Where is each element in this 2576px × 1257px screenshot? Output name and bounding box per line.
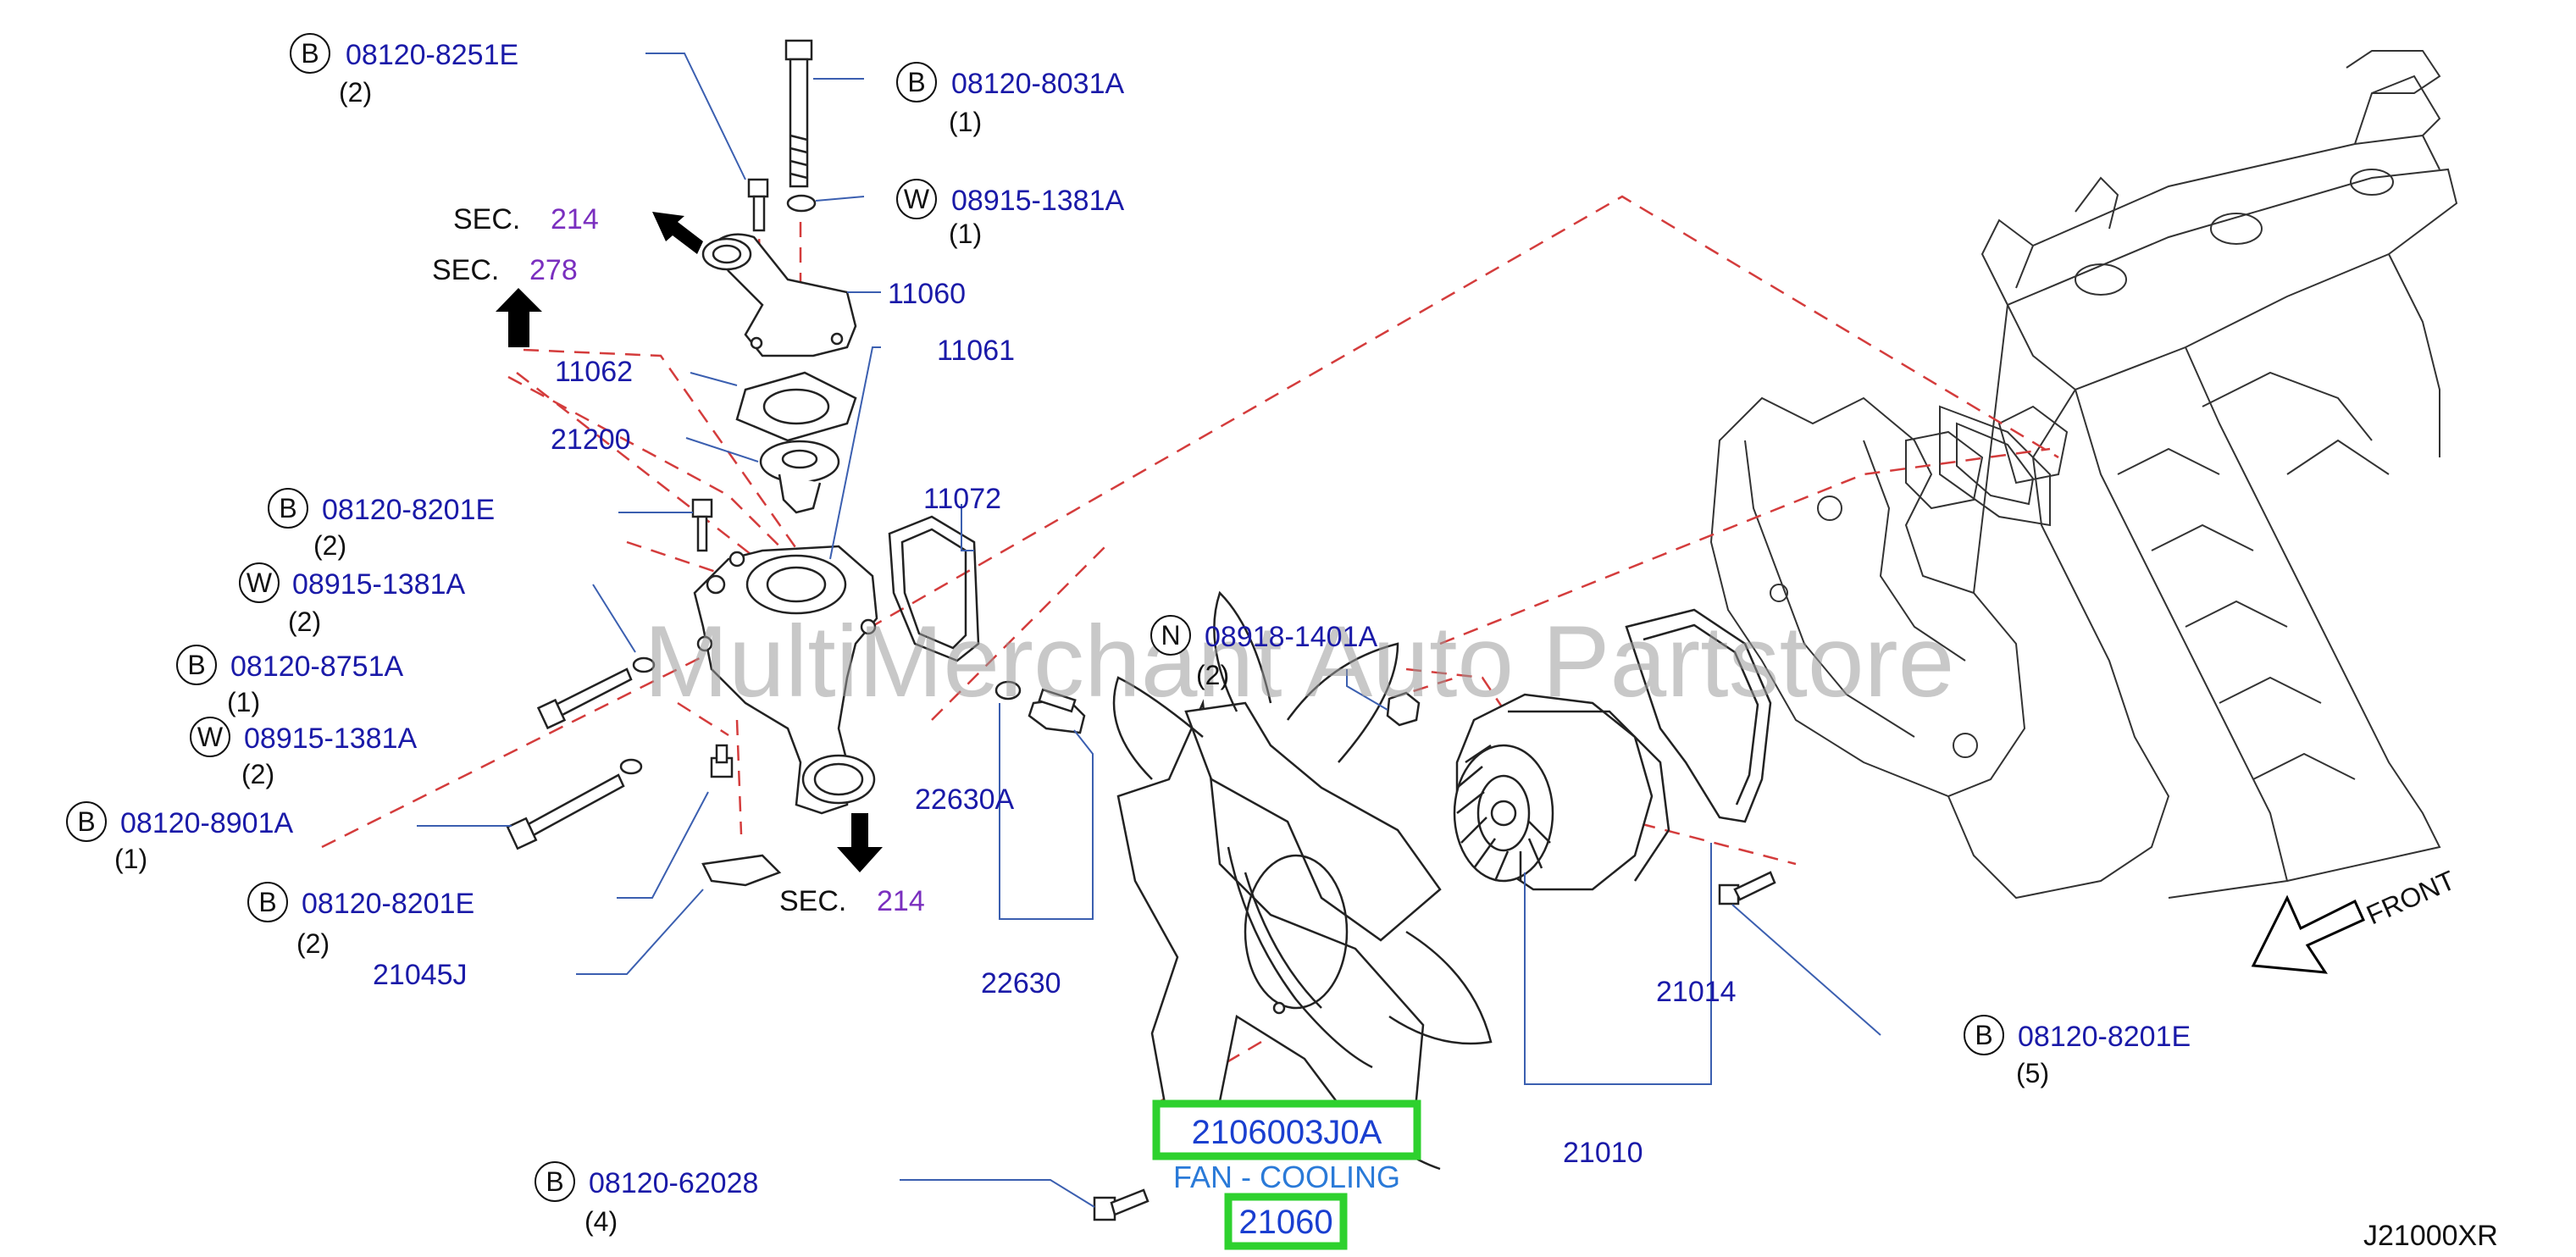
quantity-label: (1) <box>114 844 147 874</box>
bolt-symbol-icon <box>1964 1015 2004 1055</box>
bolt-symbol-icon <box>247 882 288 922</box>
nut-symbol-icon <box>1150 615 1191 656</box>
section-number-link[interactable]: 214 <box>551 203 599 235</box>
section-label: SEC. <box>432 254 499 286</box>
highlighted-part-description: FAN - COOLING <box>1173 1160 1400 1194</box>
section-number-link[interactable]: 278 <box>529 254 578 286</box>
callout-w-08915-1381a-mid[interactable]: W 08915-1381A (2) <box>239 562 466 637</box>
quantity-label: (1) <box>949 107 982 137</box>
quantity-label: (4) <box>584 1206 618 1237</box>
bolt-symbol-icon <box>290 33 330 74</box>
part-label-21014[interactable]: 21014 <box>1656 976 1737 1008</box>
callout-symbol: B <box>279 493 296 523</box>
part-number-link[interactable]: 08120-8751A <box>230 651 404 683</box>
callout-b-08120-8201e-right[interactable]: B 08120-8201E (5) <box>1964 1015 2191 1088</box>
bolt-symbol-icon <box>896 62 937 102</box>
front-arrow-icon <box>2251 894 2365 974</box>
part-number-link[interactable]: 08120-8201E <box>302 888 474 920</box>
callout-b-08120-8201e-upper[interactable]: B 08120-8201E (2) <box>268 488 495 561</box>
callout-symbol: W <box>247 568 273 598</box>
callout-symbol: B <box>77 806 95 837</box>
callout-b-08120-8251e[interactable]: B 08120-8251E (2) <box>290 33 518 108</box>
washer-symbol-icon <box>896 179 937 219</box>
callout-w-08915-1381a-low[interactable]: W 08915-1381A (2) <box>190 717 418 789</box>
quantity-label: (2) <box>241 759 274 789</box>
washer-symbol-icon <box>239 562 280 603</box>
highlighted-part-number[interactable]: 2106003J0A <box>1192 1114 1382 1151</box>
part-number-link[interactable]: 08120-8901A <box>120 807 294 839</box>
quantity-label: (5) <box>2016 1058 2049 1088</box>
callout-symbol: B <box>258 887 276 917</box>
part-label-11061[interactable]: 11061 <box>937 335 1015 367</box>
callout-b-08120-8201e-lower[interactable]: B 08120-8201E (2) <box>247 882 474 959</box>
section-ref-214-top[interactable]: SEC. 214 <box>453 203 599 235</box>
callout-b-08120-8901a[interactable]: B 08120-8901A (1) <box>66 801 294 874</box>
water-pump-illustration <box>1093 608 1776 1221</box>
section-label: SEC. <box>779 885 846 917</box>
callout-b-08120-8751a[interactable]: B 08120-8751A (1) <box>176 645 404 717</box>
diagram-code: J21000XR <box>2363 1220 2498 1252</box>
callout-b-08120-8031a[interactable]: B 08120-8031A (1) <box>896 62 1125 137</box>
quantity-label: (2) <box>288 606 321 637</box>
callout-w-08915-1381a-top[interactable]: W 08915-1381A (1) <box>896 179 1125 249</box>
callout-symbol: B <box>1975 1020 1992 1050</box>
bolt-symbol-icon <box>535 1161 575 1202</box>
cooling-fan-illustration <box>1112 590 1493 1171</box>
front-label: FRONT <box>2362 865 2459 931</box>
callout-symbol: N <box>1161 620 1180 651</box>
highlighted-part-fan-cooling[interactable]: 2106003J0A FAN - COOLING 21060 <box>1152 1099 1421 1250</box>
callout-symbol: B <box>546 1166 563 1197</box>
callout-n-08918-1401a[interactable]: N 08918-1401A (2) <box>1150 615 1378 690</box>
direction-arrows <box>496 212 2365 974</box>
part-number-link[interactable]: 08120-62028 <box>589 1167 758 1199</box>
section-number-link[interactable]: 214 <box>877 885 925 917</box>
part-label-11072[interactable]: 11072 <box>923 483 1001 515</box>
part-label-21045j[interactable]: 21045J <box>373 959 468 991</box>
bolt-symbol-icon <box>66 801 107 842</box>
part-label-11060[interactable]: 11060 <box>888 278 966 310</box>
quantity-label: (2) <box>313 530 346 561</box>
callout-b-08120-62028[interactable]: B 08120-62028 (4) <box>535 1161 758 1237</box>
part-label-21010[interactable]: 21010 <box>1563 1137 1643 1169</box>
part-number-link[interactable]: 08915-1381A <box>951 185 1125 217</box>
watermark-text: MultiMerchant Auto Partstore <box>644 605 1954 718</box>
section-ref-278[interactable]: SEC. 278 <box>432 254 578 286</box>
washer-symbol-icon <box>190 717 230 757</box>
quantity-label: (2) <box>339 77 372 108</box>
engine-block-illustration <box>1709 50 2458 900</box>
part-label-21200[interactable]: 21200 <box>551 424 631 456</box>
bolt-symbol-icon <box>268 488 308 529</box>
highlight-box-part-number <box>1152 1099 1421 1160</box>
callout-symbol: W <box>904 184 930 214</box>
quantity-label: (2) <box>296 928 330 959</box>
thermostat-housing-assembly <box>506 39 1086 887</box>
quantity-label: (2) <box>1196 660 1229 690</box>
part-number-link[interactable]: 08915-1381A <box>244 723 418 755</box>
highlight-box-ref-number <box>1224 1193 1348 1250</box>
part-label-22630a[interactable]: 22630A <box>915 784 1015 816</box>
leader-lines <box>417 53 1881 1208</box>
callout-symbol: B <box>907 67 925 97</box>
part-number-link[interactable]: 08120-8251E <box>346 39 518 71</box>
part-number-link[interactable]: 08120-8201E <box>2018 1021 2191 1053</box>
part-number-link[interactable]: 08915-1381A <box>292 568 466 601</box>
bolt-head-top <box>784 39 813 61</box>
callout-symbol: W <box>197 722 224 752</box>
callout-symbol: B <box>187 650 205 680</box>
part-number-link[interactable]: 08918-1401A <box>1205 621 1378 653</box>
part-number-link[interactable]: 08120-8031A <box>951 68 1125 100</box>
part-label-11062[interactable]: 11062 <box>555 356 633 388</box>
quantity-label: (1) <box>227 687 260 717</box>
bolt-symbol-icon <box>176 645 217 685</box>
part-number-link[interactable]: 08120-8201E <box>322 494 495 526</box>
section-ref-214-bottom[interactable]: SEC. 214 <box>779 885 925 917</box>
highlighted-ref-number[interactable]: 21060 <box>1238 1204 1332 1241</box>
callout-symbol: B <box>301 38 319 69</box>
quantity-label: (1) <box>949 219 982 249</box>
section-label: SEC. <box>453 203 520 235</box>
part-label-22630[interactable]: 22630 <box>981 967 1061 1000</box>
